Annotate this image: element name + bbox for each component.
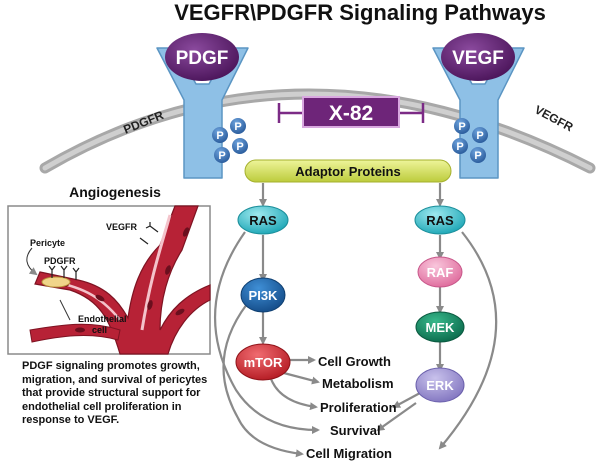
adaptor-proteins: Adaptor Proteins	[244, 159, 452, 183]
outcome-cell-growth: Cell Growth	[318, 354, 391, 369]
svg-text:RAS: RAS	[426, 213, 454, 228]
pdgfr-label: PDGFR	[121, 108, 165, 137]
svg-text:PI3K: PI3K	[249, 288, 279, 303]
diagram-title: VEGFR\PDGFR Signaling Pathways	[174, 0, 546, 25]
vegf-ligand: VEGF	[441, 33, 515, 81]
svg-text:RAS: RAS	[249, 213, 277, 228]
inset-vegfr-label: VEGFR	[106, 222, 138, 232]
inset-pdgfr-label: PDGFR	[44, 256, 76, 266]
svg-text:ERK: ERK	[426, 378, 454, 393]
svg-text:P: P	[456, 141, 463, 153]
pathway-arrows	[214, 183, 498, 458]
angiogenesis-inset: VEGFR Pericyte PDGFR Endothelial cell	[7, 205, 211, 355]
cell-membrane-highlight	[42, 91, 593, 171]
ras-node-left: RAS	[237, 205, 289, 235]
mek-node: MEK	[415, 311, 465, 343]
ras-node-right: RAS	[414, 205, 466, 235]
svg-text:RAF: RAF	[427, 265, 454, 280]
inset-endothelial-label-2: cell	[92, 325, 107, 335]
pericyte-cell	[41, 276, 71, 288]
erk-node: ERK	[415, 367, 465, 403]
inset-pericyte-label: Pericyte	[30, 238, 65, 248]
outcome-cell-migration: Cell Migration	[306, 446, 392, 461]
svg-text:mTOR: mTOR	[244, 355, 283, 370]
outcome-metabolism: Metabolism	[322, 376, 394, 391]
inset-title: Angiogenesis	[69, 184, 161, 200]
svg-text:Adaptor Proteins: Adaptor Proteins	[295, 164, 400, 179]
svg-text:PDGF: PDGF	[176, 48, 229, 69]
phospho-groups-pdgfr: P P P P	[212, 118, 248, 163]
svg-text:P: P	[234, 121, 241, 133]
outcome-survival: Survival	[330, 423, 381, 438]
pdgf-ligand: PDGF	[165, 33, 239, 81]
x82-inhibitor: X-82	[277, 96, 425, 128]
inset-endothelial-label: Endothelial	[78, 314, 127, 324]
svg-text:P: P	[476, 130, 483, 142]
svg-text:VEGF: VEGF	[452, 48, 504, 69]
svg-text:P: P	[236, 141, 243, 153]
svg-text:P: P	[474, 150, 481, 162]
pi3k-node: PI3K	[240, 277, 286, 313]
svg-text:MEK: MEK	[426, 320, 456, 335]
svg-text:P: P	[218, 150, 225, 162]
outcome-proliferation: Proliferation	[320, 400, 397, 415]
inset-caption: PDGF signaling promotes growth, migratio…	[22, 360, 208, 427]
svg-text:X-82: X-82	[329, 102, 373, 125]
svg-text:P: P	[216, 130, 223, 142]
svg-text:P: P	[458, 121, 465, 133]
mtor-node: mTOR	[235, 343, 291, 381]
phospho-groups-vegfr: P P P P	[452, 118, 488, 163]
raf-node: RAF	[417, 256, 463, 288]
vegfr-label: VEGFR	[532, 103, 575, 135]
